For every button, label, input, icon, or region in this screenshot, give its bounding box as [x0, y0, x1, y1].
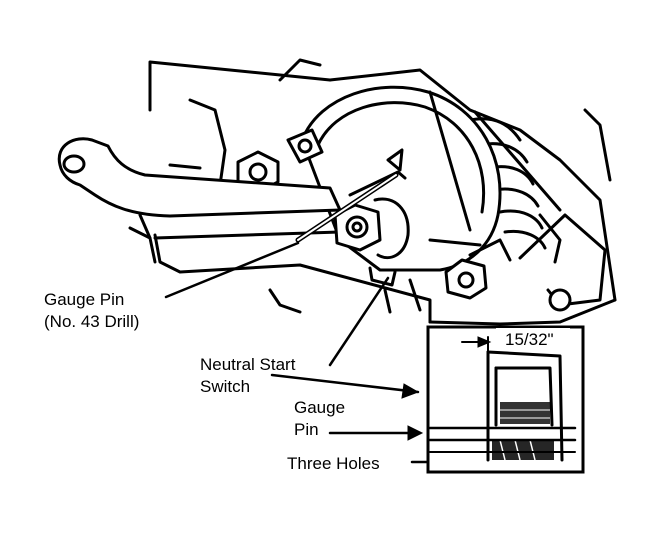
switch-hub-nut	[333, 170, 410, 260]
switch-upper-bolt	[286, 128, 324, 164]
gauge-pin-main	[295, 172, 399, 243]
spring-coil	[468, 110, 562, 264]
inset-detail-box	[426, 325, 585, 474]
gauge-pin-inset-line1: Gauge	[294, 398, 345, 417]
label-dimension: 15/32"	[505, 330, 554, 349]
label-gauge-pin-main: Gauge Pin (No. 43 Drill)	[44, 290, 139, 331]
switch-label-line1: Neutral Start	[200, 355, 296, 374]
gauge-pin-main-line2: (No. 43 Drill)	[44, 312, 139, 331]
gauge-pin-inset-line2: Pin	[294, 420, 319, 439]
label-neutral-start-switch: Neutral Start Switch	[200, 355, 296, 396]
gauge-pin-main-line1: Gauge Pin	[44, 290, 124, 309]
mounting-bracket	[518, 213, 607, 312]
dimension-label-bg	[496, 328, 570, 348]
switch-lower-bolt	[444, 238, 512, 300]
switch-label-line2: Switch	[200, 377, 250, 396]
label-gauge-pin-inset: Gauge Pin	[294, 398, 345, 439]
label-three-holes: Three Holes	[287, 454, 380, 473]
